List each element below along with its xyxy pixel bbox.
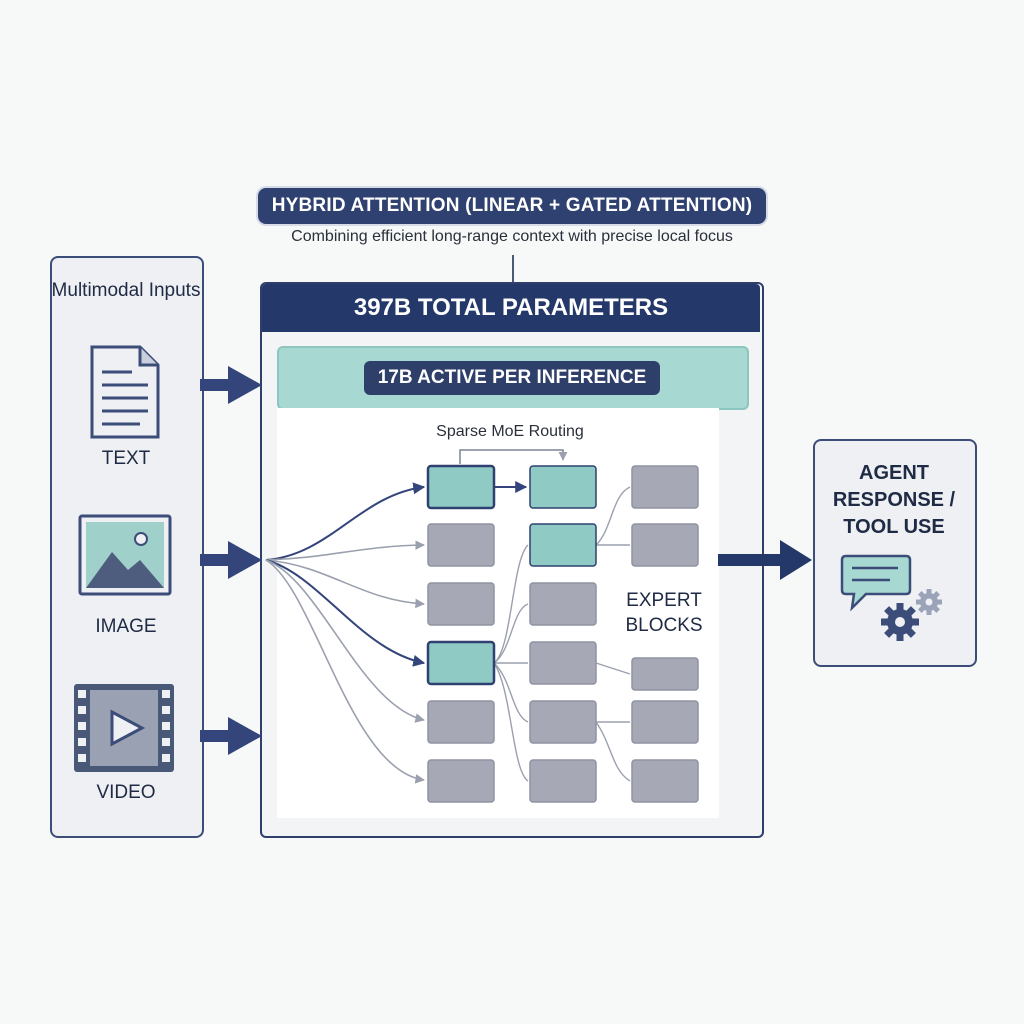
active-parameters-badge: 17B ACTIVE PER INFERENCE [364, 361, 660, 395]
input-arrow-image [200, 541, 262, 579]
expert-block [427, 523, 495, 567]
hybrid-attention-title: HYBRID ATTENTION (LINEAR + GATED ATTENTI… [258, 188, 766, 224]
attention-connector-line [512, 255, 514, 285]
expert-blocks-label: EXPERT BLOCKS [625, 590, 703, 636]
output-arrow [718, 540, 812, 580]
multimodal-inputs-title: Multimodal Inputs [51, 280, 201, 301]
expert-block-active [529, 465, 597, 509]
expert-block-active [426, 640, 496, 686]
expert-block-active [426, 464, 496, 510]
expert-block [631, 465, 699, 509]
expert-block [529, 641, 597, 685]
expert-block [631, 759, 699, 803]
input-label-video: VIDEO [96, 782, 156, 803]
expert-block-active [529, 523, 597, 567]
expert-block [631, 523, 699, 567]
routing-lines [265, 481, 631, 784]
image-icon [78, 514, 172, 596]
chat-bubble-icon [840, 554, 912, 612]
sparse-moe-routing-label: Sparse MoE Routing [436, 423, 584, 440]
input-arrow-text [200, 366, 262, 404]
expert-block [427, 759, 495, 803]
expert-block [529, 700, 597, 744]
routing-bracket [459, 449, 568, 464]
expert-block [427, 582, 495, 626]
input-arrow-video [200, 717, 262, 755]
agent-output-title: AGENT RESPONSE / TOOL USE [832, 462, 956, 538]
total-parameters-header: 397B TOTAL PARAMETERS [262, 284, 760, 332]
expert-block [529, 759, 597, 803]
input-label-image: IMAGE [95, 616, 157, 637]
gears-icon [881, 589, 942, 641]
expert-blocks-grid [426, 464, 699, 803]
hybrid-attention-subtitle: Combining efficient long-range context w… [291, 228, 733, 245]
expert-block [427, 700, 495, 744]
expert-block [631, 700, 699, 744]
input-label-text: TEXT [101, 448, 151, 469]
video-icon [74, 684, 174, 772]
expert-block [631, 657, 699, 691]
expert-block [529, 582, 597, 626]
document-icon [90, 345, 160, 439]
